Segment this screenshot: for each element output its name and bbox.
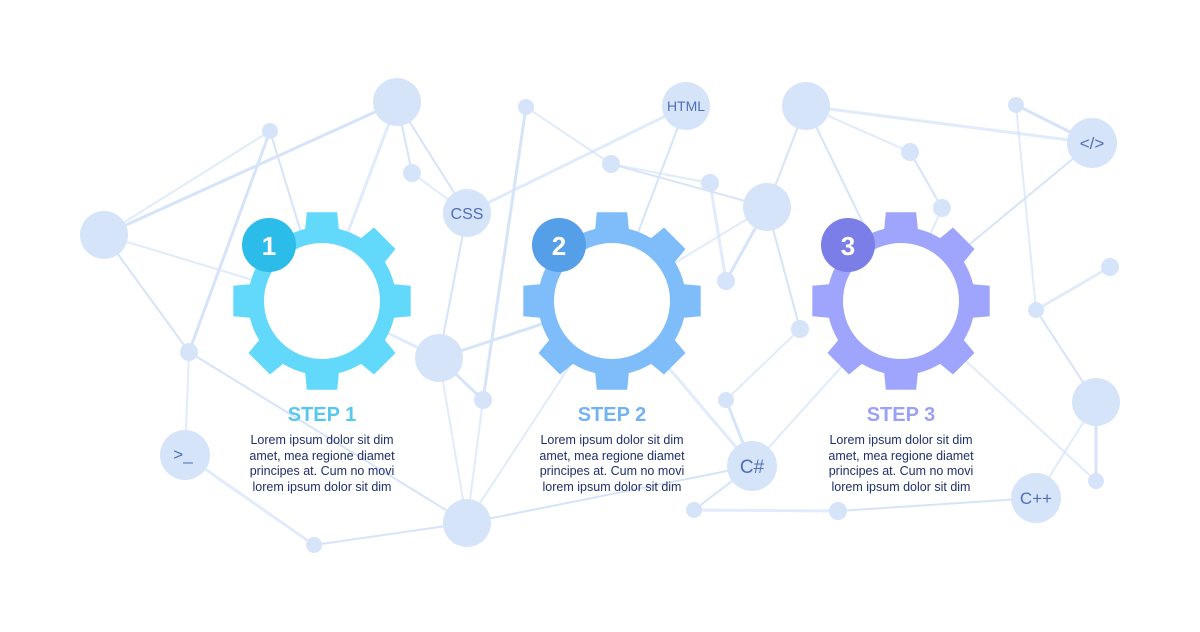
- terminal-node: >_: [160, 430, 210, 480]
- step-2-line-4: lorem ipsum dolor sit dim: [542, 479, 682, 494]
- network-node: [1088, 473, 1104, 489]
- network-node: [415, 334, 463, 382]
- step-2-title: STEP 2: [577, 404, 647, 426]
- network-edge: [805, 104, 1093, 145]
- step-3-line-3: principes at. Cum no movi: [828, 464, 974, 478]
- network-node: [403, 164, 421, 182]
- step-1-badge: [242, 218, 296, 272]
- gear-1: 1: [233, 212, 411, 390]
- network-node: [791, 320, 809, 338]
- csharp-label: C#: [740, 457, 765, 478]
- gear-3: 3: [812, 212, 990, 390]
- gear-2: 2: [523, 212, 701, 390]
- network-node: [373, 78, 421, 126]
- network-edge: [313, 522, 468, 546]
- step-3-badge: [821, 218, 875, 272]
- html-label: HTML: [667, 98, 705, 114]
- step-2-line-1: Lorem ipsum dolor sit dim: [540, 433, 684, 447]
- step-1-line-3: principes at. Cum no movi: [249, 464, 395, 478]
- network-node: [782, 82, 830, 130]
- step-1-line-2: amet, mea regione diamet: [249, 448, 395, 463]
- network-node: [901, 143, 919, 161]
- network-node: [686, 502, 702, 518]
- step-2-description: Lorem ipsum dolor sit dim amet, mea regi…: [502, 433, 722, 495]
- network-edge: [103, 100, 398, 237]
- step-1-number: 1: [262, 231, 276, 261]
- network-node: [1028, 302, 1044, 318]
- step-1-line-4: lorem ipsum dolor sit dim: [252, 479, 392, 494]
- step-3-line-2: amet, mea regione diamet: [828, 448, 974, 463]
- network-node: [1101, 258, 1119, 276]
- network-node: [829, 502, 847, 520]
- network-edge: [837, 497, 1037, 512]
- network-node: [1008, 97, 1024, 113]
- network-node: [262, 123, 278, 139]
- step-1-description: Lorem ipsum dolor sit dim amet, mea regi…: [212, 433, 432, 495]
- network-node: [518, 99, 534, 115]
- network-nodes: [80, 78, 1120, 553]
- network-edge: [438, 212, 468, 359]
- step-1-title: STEP 1: [287, 404, 357, 426]
- network-edge: [187, 130, 272, 353]
- css-label: CSS: [451, 206, 484, 223]
- css-node: CSS: [443, 189, 491, 237]
- network-node: [474, 391, 492, 409]
- cpp-node: C++: [1011, 473, 1061, 523]
- network-node: [80, 211, 128, 259]
- network-node: [717, 272, 735, 290]
- network-node: [602, 155, 620, 173]
- network-edge: [103, 130, 271, 236]
- step-3-description: Lorem ipsum dolor sit dim amet, mea regi…: [791, 433, 1011, 495]
- gear-3-hole: [843, 243, 959, 359]
- network-node: [933, 199, 951, 217]
- step-2-number: 2: [552, 231, 566, 261]
- network-edge: [909, 151, 943, 209]
- gear-2-hole: [554, 243, 670, 359]
- step-3-line-4: lorem ipsum dolor sit dim: [831, 479, 971, 494]
- csharp-node: C#: [727, 441, 777, 491]
- network-node: [306, 537, 322, 553]
- network-edge: [438, 357, 468, 524]
- network-edge: [725, 328, 801, 401]
- network-node: [443, 499, 491, 547]
- network-edge: [1035, 265, 1111, 312]
- network-edge: [1015, 104, 1037, 311]
- network-edge: [708, 182, 728, 282]
- network-edge: [103, 234, 190, 353]
- gears-layer: 1 2 3: [233, 212, 990, 390]
- terminal-label: >_: [173, 445, 193, 464]
- network-node: [1072, 378, 1120, 426]
- network-node: [743, 183, 791, 231]
- network-edge: [466, 104, 687, 215]
- network-edge: [610, 163, 768, 208]
- network-edge: [693, 508, 839, 513]
- network-edge: [481, 106, 528, 401]
- network-node: [180, 343, 198, 361]
- network-edge: [188, 351, 468, 524]
- step-2-line-3: principes at. Cum no movi: [539, 464, 685, 478]
- code-tag-node: </>: [1067, 118, 1117, 168]
- step-2-badge: [532, 218, 586, 272]
- html-node: HTML: [662, 82, 710, 130]
- code-tag-label: </>: [1080, 134, 1105, 153]
- network-node: [701, 174, 719, 192]
- step-3-line-1: Lorem ipsum dolor sit dim: [829, 433, 973, 447]
- network-edge: [610, 163, 711, 184]
- step-1-line-1: Lorem ipsum dolor sit dim: [250, 433, 394, 447]
- network-edge: [466, 465, 753, 524]
- network-edge: [525, 106, 612, 165]
- step-3-number: 3: [841, 231, 855, 261]
- network-edge: [184, 453, 315, 547]
- cpp-label: C++: [1020, 489, 1052, 508]
- step-3-title: STEP 3: [866, 404, 936, 426]
- network-node: [718, 392, 734, 408]
- step-2-line-2: amet, mea regione diamet: [539, 448, 685, 463]
- gear-1-hole: [264, 243, 380, 359]
